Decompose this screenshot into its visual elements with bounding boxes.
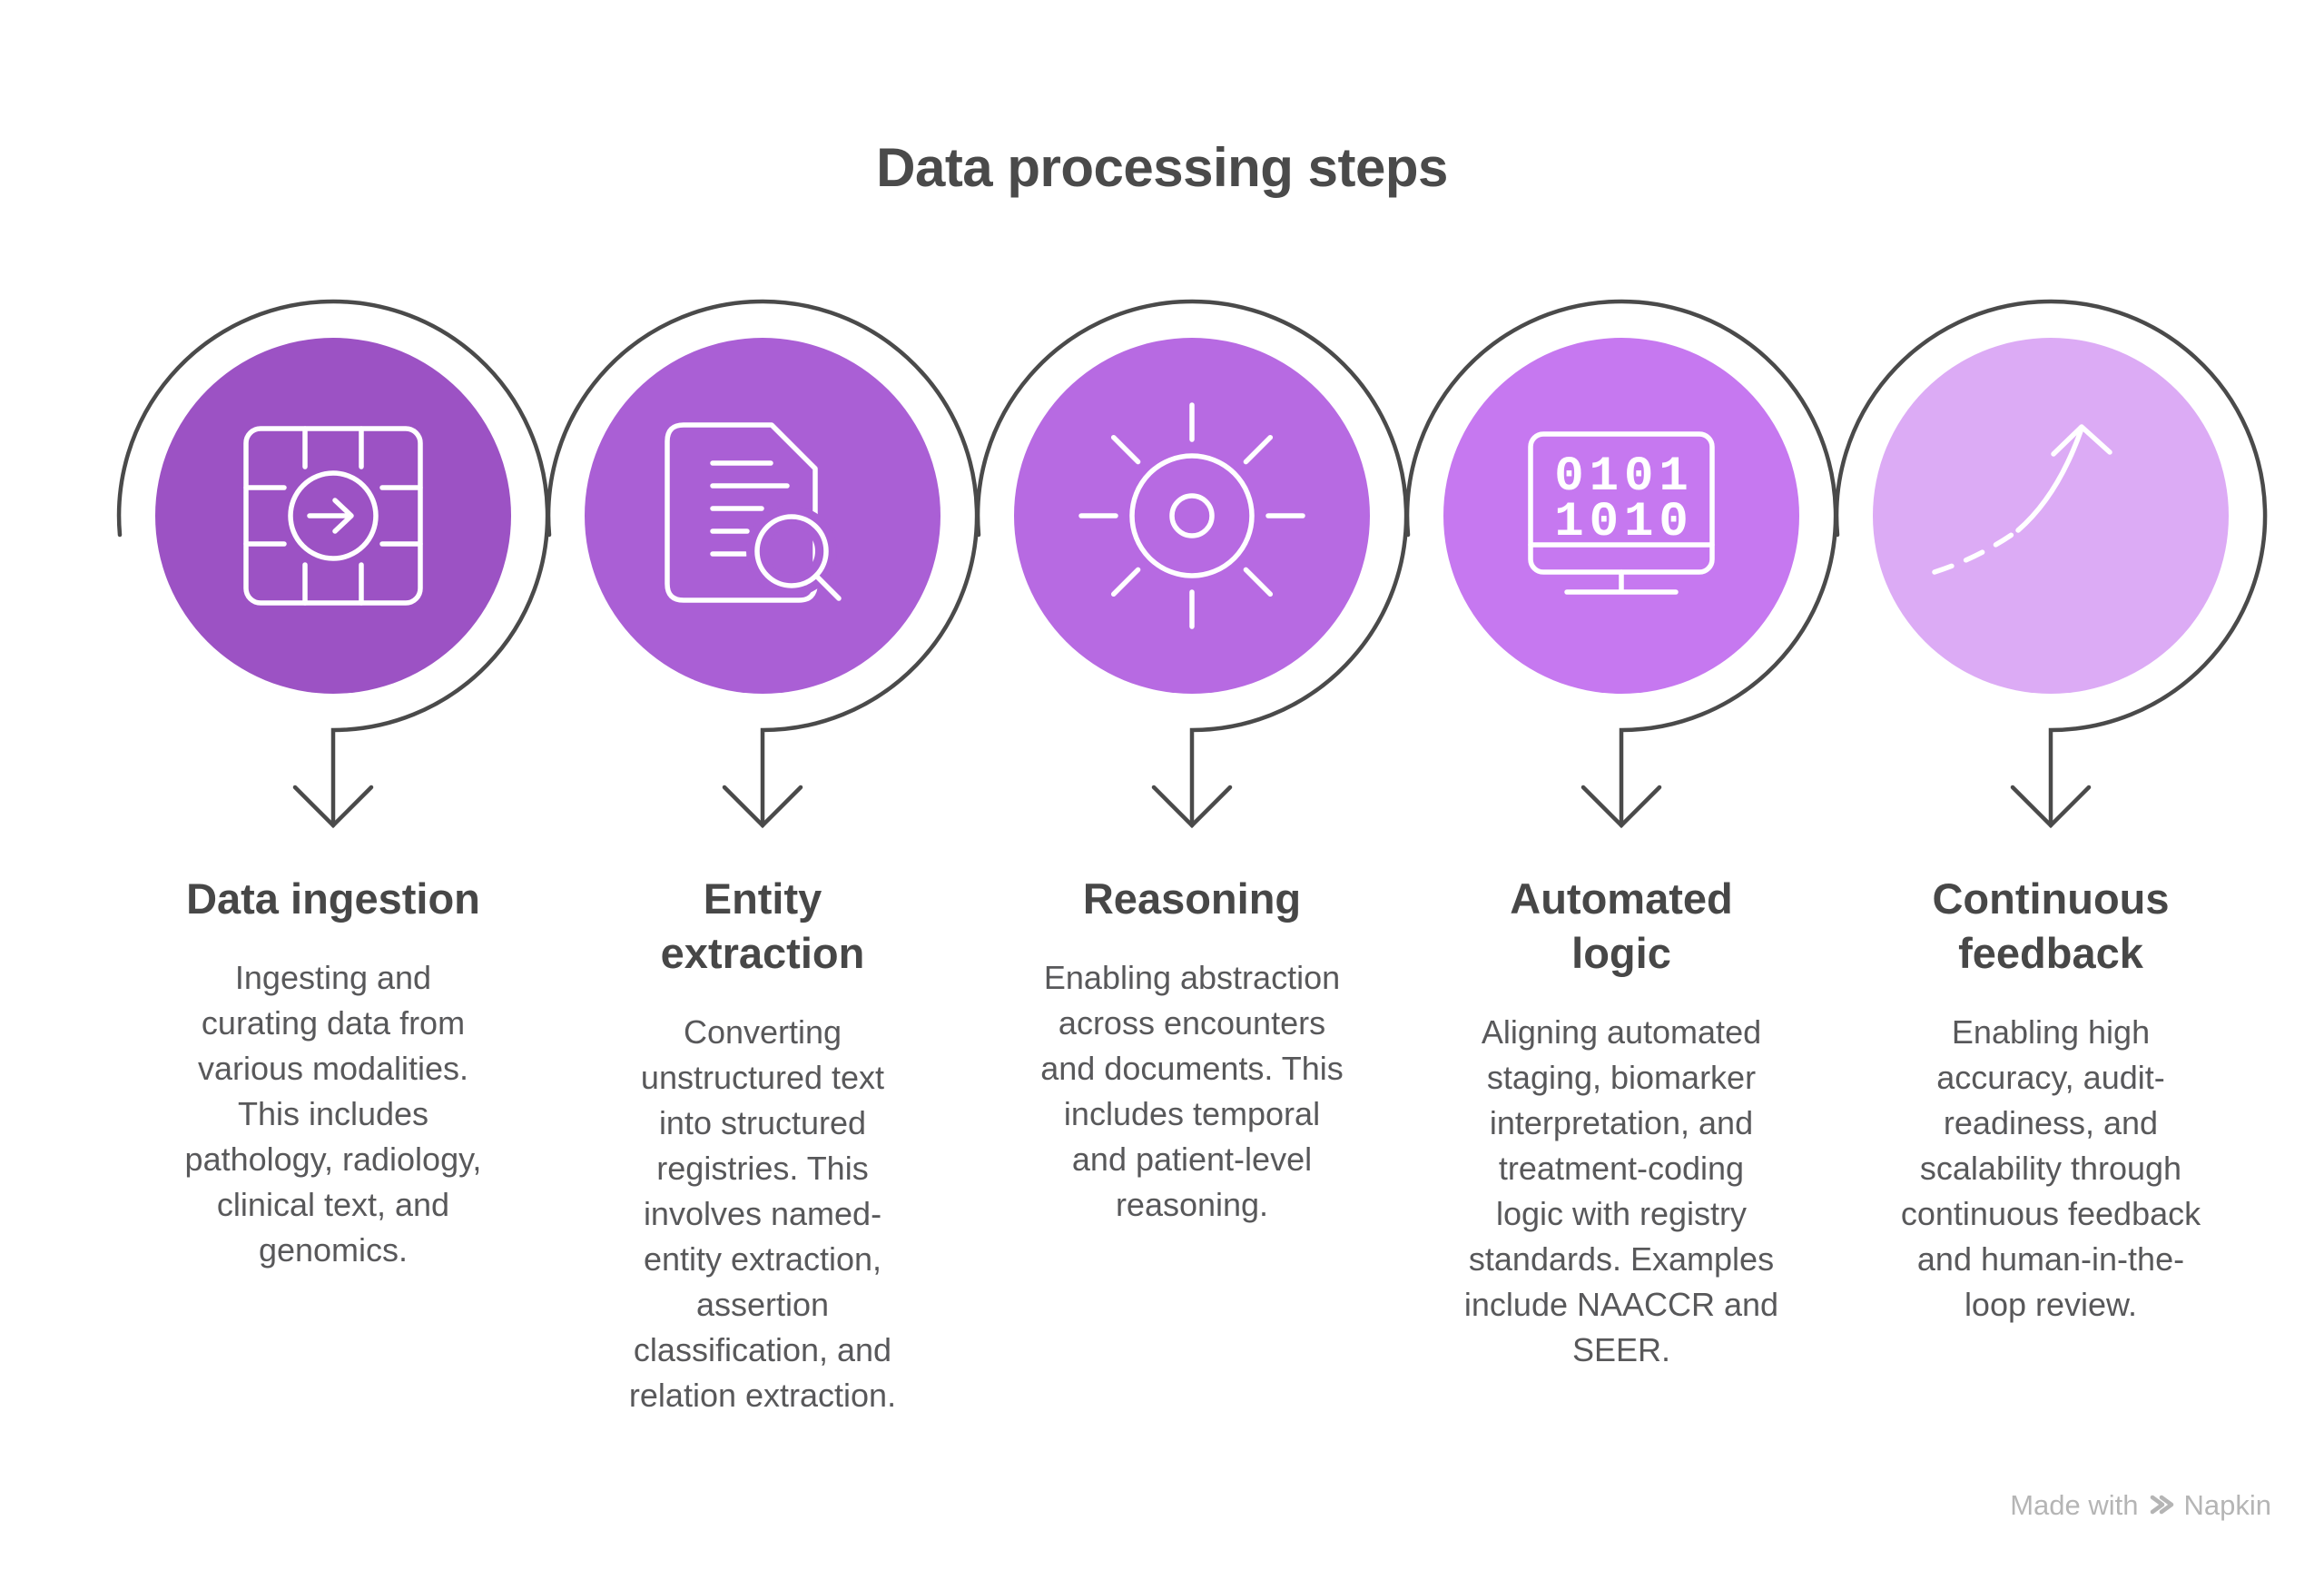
step-5-circle <box>1873 338 2229 694</box>
step-2-heading: Entity extraction <box>660 874 865 977</box>
step-2-circle <box>585 338 940 694</box>
step-1-ring-arrow <box>116 299 550 828</box>
step-4-heading: Automated logic <box>1510 874 1733 977</box>
step-5-description: Enabling high accuracy, audit- readiness… <box>1900 1013 2201 1323</box>
made-with-napkin-watermark: Made with Napkin <box>2010 1489 2271 1522</box>
gear-sun-icon <box>1078 402 1305 629</box>
step-4-text-column: Automated logic Aligning automated stagi… <box>1408 872 1835 1373</box>
page-title: Data processing steps <box>876 137 1448 198</box>
chip-arrow-icon <box>243 426 423 606</box>
watermark-brand: Napkin <box>2183 1489 2272 1521</box>
step-4-graphic: 0101 1010 <box>1404 299 1838 829</box>
step-1-graphic <box>116 299 550 829</box>
step-1-text-column: Data ingestion Ingesting and curating da… <box>120 872 547 1273</box>
step-1-description: Ingesting and curating data from various… <box>184 959 482 1269</box>
step-3-arrowhead <box>1151 785 1233 829</box>
document-search-icon <box>665 422 842 603</box>
step-2-graphic <box>546 299 980 829</box>
binary-row-2: 1010 <box>1554 495 1694 550</box>
step-4-arrowhead <box>1581 785 1662 829</box>
step-4-description: Aligning automated staging, biomarker in… <box>1463 1013 1779 1368</box>
step-4-circle <box>1443 338 1799 694</box>
step-3-circle <box>1014 338 1370 694</box>
binary-monitor-icon: 0101 1010 <box>1528 431 1715 595</box>
step-4-ring-arrow <box>1404 299 1838 828</box>
step-5-graphic <box>1834 299 2268 829</box>
step-5-ring-arrow <box>1834 299 2268 828</box>
step-5-text-column: Continuous feedback Enabling high accura… <box>1837 872 2264 1328</box>
growth-arrow-icon <box>1932 424 2112 575</box>
watermark-prefix: Made with <box>2010 1489 2139 1521</box>
napkin-logo-icon <box>2150 1495 2173 1515</box>
step-5-heading: Continuous feedback <box>1932 874 2170 977</box>
step-2-ring-arrow <box>546 299 980 828</box>
step-2-arrowhead <box>722 785 803 829</box>
step-3-graphic <box>975 299 1409 829</box>
binary-row-1: 0101 <box>1554 449 1694 505</box>
step-1-arrowhead <box>292 785 374 829</box>
step-3-ring-arrow <box>975 299 1409 828</box>
step-1-heading: Data ingestion <box>186 874 480 923</box>
step-5-arrowhead <box>2010 785 2092 829</box>
step-3-heading: Reasoning <box>1082 874 1302 923</box>
step-2-description: Converting unstructured text into struct… <box>628 1013 897 1414</box>
step-3-text-column: Reasoning Enabling abstraction across en… <box>979 872 1405 1228</box>
step-3-description: Enabling abstraction across encounters a… <box>1040 959 1344 1223</box>
step-2-text-column: Entity extraction Converting unstructure… <box>549 872 976 1418</box>
